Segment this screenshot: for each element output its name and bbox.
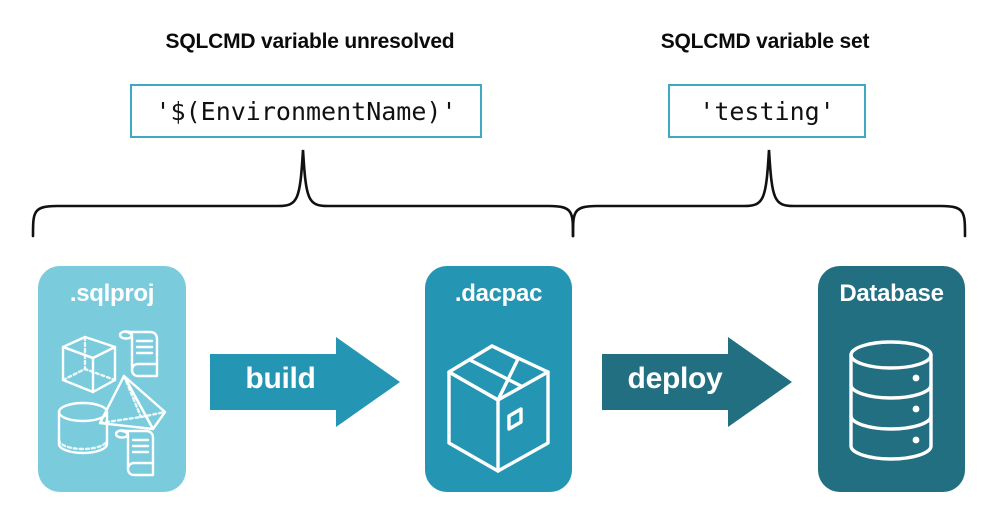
database-icon-group	[849, 340, 933, 461]
pyramid-icon	[98, 374, 167, 431]
scroll-icon	[114, 429, 155, 477]
scroll-icon	[118, 330, 159, 378]
arrow-deploy-label: deploy	[627, 362, 723, 395]
artifact-label-database: Database	[839, 280, 944, 307]
heading-sqlcmd-unresolved: SQLCMD variable unresolved	[165, 30, 455, 53]
heading-sqlcmd-set: SQLCMD variable set	[660, 30, 870, 53]
code-box-testing: 'testing'	[668, 84, 866, 138]
cylinder-icon	[57, 401, 109, 455]
brace-left	[31, 149, 575, 238]
package-box-icon	[447, 344, 550, 473]
artifact-box-sqlproj: .sqlproj	[38, 266, 186, 492]
artifact-box-database: Database	[818, 266, 965, 492]
cube-icon	[61, 335, 117, 394]
database-cylinder-icon	[849, 340, 933, 461]
sqlproj-icon-group	[57, 330, 167, 477]
arrow-deploy	[602, 337, 792, 427]
dacpac-icon-group	[447, 344, 550, 473]
brace-right	[571, 149, 967, 238]
artifact-label-dacpac: .dacpac	[454, 280, 543, 307]
arrow-build-label: build	[245, 362, 316, 395]
arrow-build	[210, 337, 400, 427]
code-box-environment-name: '$(EnvironmentName)'	[130, 84, 482, 138]
artifact-label-sqlproj: .sqlproj	[69, 280, 155, 307]
artifact-box-dacpac: .dacpac	[425, 266, 572, 492]
